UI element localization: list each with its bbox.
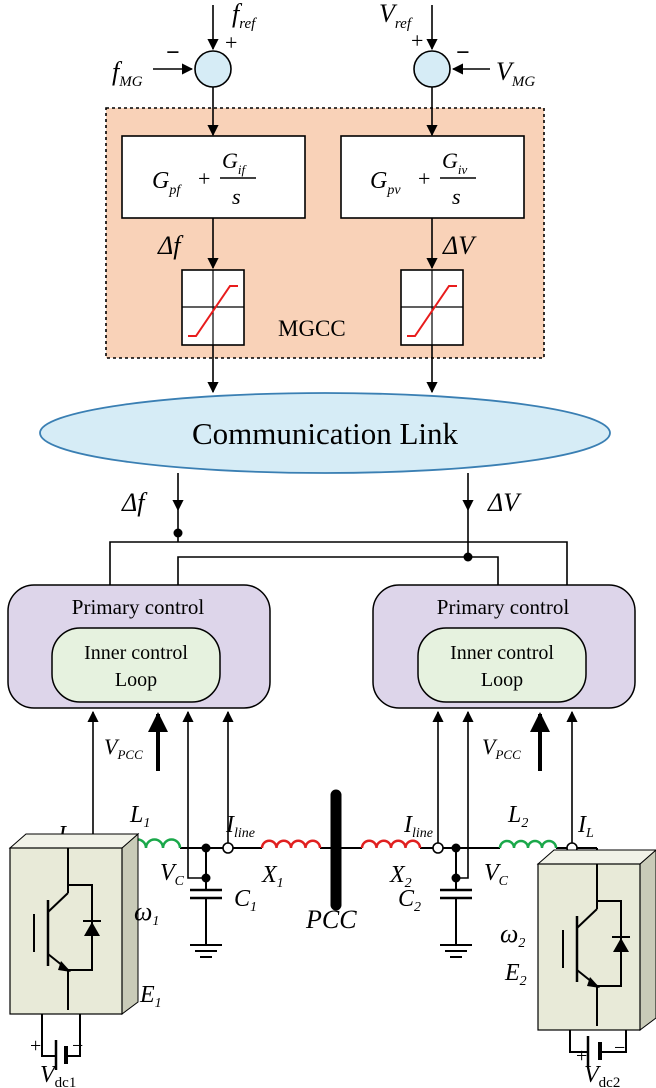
- volt-plus-sign: +: [411, 28, 423, 53]
- right-e-label: E2: [504, 960, 527, 989]
- mgcc-label: MGCC: [278, 316, 346, 341]
- volt-summing-junction: [413, 50, 451, 88]
- freq-minus-sign: −: [166, 40, 180, 66]
- left-dc-minus: −: [72, 1035, 83, 1057]
- comm-delta-f-label: Δf: [121, 488, 148, 517]
- volt-pi-plus: +: [418, 166, 430, 191]
- right-filter-inductor: [498, 839, 558, 849]
- right-vc-label: VC: [484, 860, 509, 889]
- right-omega-label: ω2: [500, 919, 525, 951]
- freq-pi-gp: Gpf: [152, 168, 182, 198]
- right-feedback-signals: [432, 710, 578, 848]
- freq-limiter-block: [181, 269, 245, 346]
- freq-pi-controller: [121, 135, 306, 219]
- freq-pi-s: s: [232, 184, 241, 209]
- mgcc-delta-v-label: ΔV: [442, 231, 477, 260]
- freq-pi-gi: Gif: [222, 148, 248, 177]
- left-inductor-label: L1: [129, 802, 150, 831]
- communication-link: [39, 392, 611, 474]
- left-vc-label: VC: [160, 860, 185, 889]
- volt-pi-controller: [340, 135, 525, 219]
- left-inverter: [8, 832, 140, 1015]
- vref-symbol: Vref: [379, 0, 413, 32]
- left-inner-label-line1: Inner control: [84, 642, 188, 664]
- right-iline-node: [432, 842, 444, 854]
- right-x-label: X2: [389, 862, 412, 891]
- fmg-symbol: fMG: [112, 57, 143, 90]
- right-inner-label-line1: Inner control: [450, 642, 554, 664]
- right-line-inductor: [360, 839, 422, 849]
- volt-minus-sign: −: [456, 40, 470, 66]
- volt-pi-s: s: [452, 184, 461, 209]
- right-cap-label: C2: [398, 886, 421, 915]
- left-primary-label: Primary control: [72, 595, 205, 619]
- left-cap-label: C1: [234, 886, 257, 915]
- left-e-label: E1: [139, 982, 162, 1011]
- left-dc-source: [41, 1014, 81, 1070]
- left-iline-label: Iline: [225, 812, 255, 841]
- right-inner-label-line2: Loop: [481, 669, 523, 691]
- right-filter-capacitor: [440, 843, 472, 958]
- right-dc-plus: +: [576, 1045, 587, 1067]
- left-filter-capacitor: [187, 843, 222, 958]
- left-dc-plus: +: [30, 1035, 41, 1057]
- volt-pi-gi: Giv: [442, 148, 468, 177]
- pcc-label: PCC: [305, 905, 357, 934]
- left-feedback-signals: [87, 710, 234, 848]
- left-vpcc-label: VPCC: [104, 734, 143, 762]
- left-inner-label-line2: Loop: [115, 669, 157, 691]
- left-vdc-label: Vdc1: [40, 1062, 76, 1088]
- right-vpcc-label: VPCC: [482, 734, 521, 762]
- left-omega-label: ω1: [134, 897, 159, 929]
- right-inverter: [536, 849, 656, 1031]
- right-vdc-label: Vdc2: [584, 1062, 620, 1088]
- right-dc-minus: −: [614, 1037, 625, 1059]
- left-x-label: X1: [261, 862, 284, 891]
- mgcc-delta-f-label: Δf: [157, 231, 184, 260]
- right-iline-label: Iline: [403, 812, 433, 841]
- left-inner-control-loop: [51, 627, 221, 703]
- distribution-wiring: [109, 510, 568, 585]
- right-primary-label: Primary control: [437, 595, 570, 619]
- right-inner-control-loop: [417, 627, 587, 703]
- right-dc-source: [569, 1030, 627, 1066]
- left-iline-node: [222, 842, 234, 854]
- freq-pi-plus: +: [198, 166, 210, 191]
- communication-link-label: Communication Link: [192, 416, 459, 451]
- left-line-inductor: [260, 839, 322, 849]
- freq-summing-junction: [194, 50, 232, 88]
- comm-delta-v-label: ΔV: [487, 488, 522, 517]
- volt-pi-gp: Gpv: [370, 168, 401, 198]
- right-inductor-label: L2: [507, 802, 528, 831]
- freq-plus-sign: +: [225, 30, 237, 55]
- fref-symbol: fref: [232, 0, 257, 32]
- volt-limiter-block: [400, 269, 464, 346]
- right-il-label: IL: [577, 812, 594, 841]
- vmg-symbol: VMG: [496, 57, 535, 90]
